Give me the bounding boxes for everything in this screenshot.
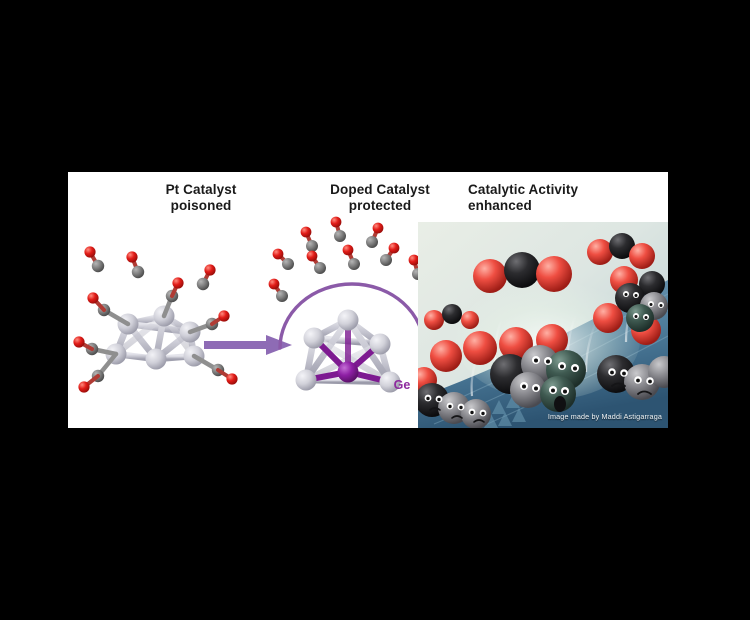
catalysis-artwork: Image made by Maddi Astigarraga [418,222,668,428]
protective-arc-icon [278,282,426,350]
free-co-molecules-left [84,246,216,291]
doped-cluster-atoms [295,309,401,393]
image-credit: Image made by Maddi Astigarraga [547,412,662,421]
panel-heading-left: Pt Catalyst poisoned [165,182,237,213]
ge-atom [337,361,359,383]
ge-label: Ge [393,378,411,392]
adsorbed-co-ligands [73,277,238,393]
ge-doped-cluster-diagram: Ge [268,212,458,424]
pt-cluster-poisoned-diagram [68,224,258,424]
catalyst-nanoparticles [418,283,668,428]
nanoparticle-mouth [554,396,566,412]
repelled-co-molecules [268,216,424,302]
figure-panel: Pt Catalyst poisoned Doped Catalyst prot… [68,172,668,428]
panel-heading-middle: Doped Catalyst protected [330,182,430,213]
panel-heading-right: Catalytic Activity enhanced [468,182,579,213]
